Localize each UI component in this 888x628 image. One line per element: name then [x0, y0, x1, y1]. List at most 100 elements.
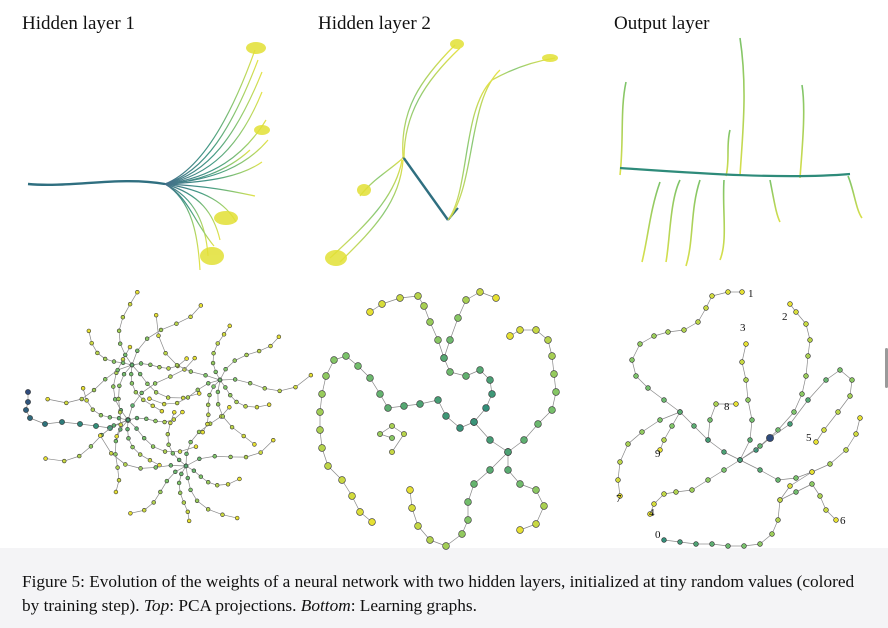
panel-title-hidden-layer-1: Hidden layer 1 — [22, 13, 135, 34]
graph-node — [356, 508, 364, 516]
graph-edge — [101, 425, 115, 436]
graph-edge — [127, 405, 133, 421]
graph-edge — [845, 433, 857, 451]
graph-node — [103, 377, 108, 382]
graph-edge — [707, 439, 725, 453]
graph-node — [316, 426, 324, 434]
graph-node — [128, 511, 133, 516]
scrollbar-thumb[interactable] — [885, 348, 888, 388]
graph-edge — [779, 491, 797, 501]
graph-node — [188, 314, 193, 320]
graph-node — [747, 437, 753, 443]
graph-node — [492, 294, 500, 302]
graph-edge — [795, 483, 813, 493]
graph-edge — [449, 317, 459, 341]
graph-node — [743, 341, 749, 347]
graph-edge — [617, 461, 621, 481]
graph-node — [98, 433, 103, 438]
graph-node — [787, 301, 793, 307]
graph-node — [695, 319, 701, 325]
graph-edge — [132, 392, 142, 406]
graph-node — [324, 462, 332, 470]
graph-node — [843, 447, 849, 453]
graph-node — [476, 288, 484, 296]
graph-node — [80, 386, 86, 391]
graph-node — [805, 397, 811, 403]
graph-node — [172, 410, 177, 415]
graph-node — [482, 404, 490, 412]
graph-node — [733, 401, 739, 407]
graph-edge — [155, 315, 159, 336]
graph-node — [462, 296, 470, 304]
graph-node — [177, 449, 183, 454]
graph-node — [271, 437, 276, 443]
graph-node — [200, 430, 205, 435]
graph-node — [377, 431, 383, 437]
graph-node — [84, 398, 89, 403]
graph-node — [185, 395, 191, 400]
graph-node — [476, 366, 484, 374]
graph-node — [396, 294, 404, 302]
graph-node — [129, 381, 135, 386]
graph-node — [243, 454, 249, 460]
graph-edge — [81, 389, 95, 400]
graph-node — [757, 443, 763, 449]
graph-node — [488, 390, 496, 398]
graph-edge — [125, 464, 141, 469]
graph-node — [123, 352, 128, 358]
graph-node — [77, 421, 83, 427]
graph-node — [464, 498, 472, 506]
graph-edge — [855, 417, 861, 435]
graph-node — [215, 389, 221, 395]
graph-edge — [170, 465, 187, 467]
graph-node — [159, 408, 165, 414]
graph-node — [91, 387, 97, 393]
graph-node — [153, 390, 159, 395]
graph-node — [163, 350, 168, 356]
graph-node — [504, 448, 512, 456]
graph-node — [225, 482, 231, 487]
graph-node — [506, 332, 514, 340]
graph-node — [847, 393, 853, 399]
node-label-3: 3 — [740, 322, 746, 334]
graph-edge — [777, 477, 797, 481]
graph-edge — [61, 421, 81, 425]
graph-node — [669, 423, 675, 429]
graph-node — [206, 381, 211, 386]
graph-node — [486, 376, 494, 384]
graph-node — [244, 352, 249, 358]
graph-edge — [789, 471, 813, 487]
graph-node — [195, 387, 200, 393]
graph-node — [705, 437, 711, 443]
graph-edge — [631, 359, 637, 377]
graph-edge — [105, 369, 118, 380]
graph-edge — [199, 455, 215, 460]
graph-node — [661, 437, 667, 443]
graph-root-node — [766, 434, 774, 442]
graph-node — [366, 308, 374, 316]
graph-node — [213, 369, 218, 375]
pca-hidden-layer-1 — [27, 42, 270, 271]
graph-node — [548, 406, 556, 414]
graph-edge — [209, 416, 222, 425]
graph-edge — [146, 329, 162, 340]
graph-node — [141, 397, 146, 403]
graph-edge — [741, 361, 747, 381]
graph-node — [401, 431, 407, 437]
graph-node — [215, 402, 221, 407]
graph-node — [775, 477, 781, 483]
graph-edge — [679, 411, 695, 427]
graph-node — [234, 399, 239, 405]
graph-node — [227, 323, 232, 329]
graph-node — [194, 498, 200, 503]
graph-node — [129, 362, 135, 368]
graph-node — [378, 300, 386, 308]
graph-node — [45, 396, 50, 402]
graph-node — [757, 467, 763, 473]
graph-node — [338, 476, 346, 484]
graph-node — [180, 409, 185, 415]
graph-edge — [747, 399, 753, 421]
pca-hidden-layer-2-traces — [329, 44, 556, 263]
graph-node — [807, 337, 813, 343]
